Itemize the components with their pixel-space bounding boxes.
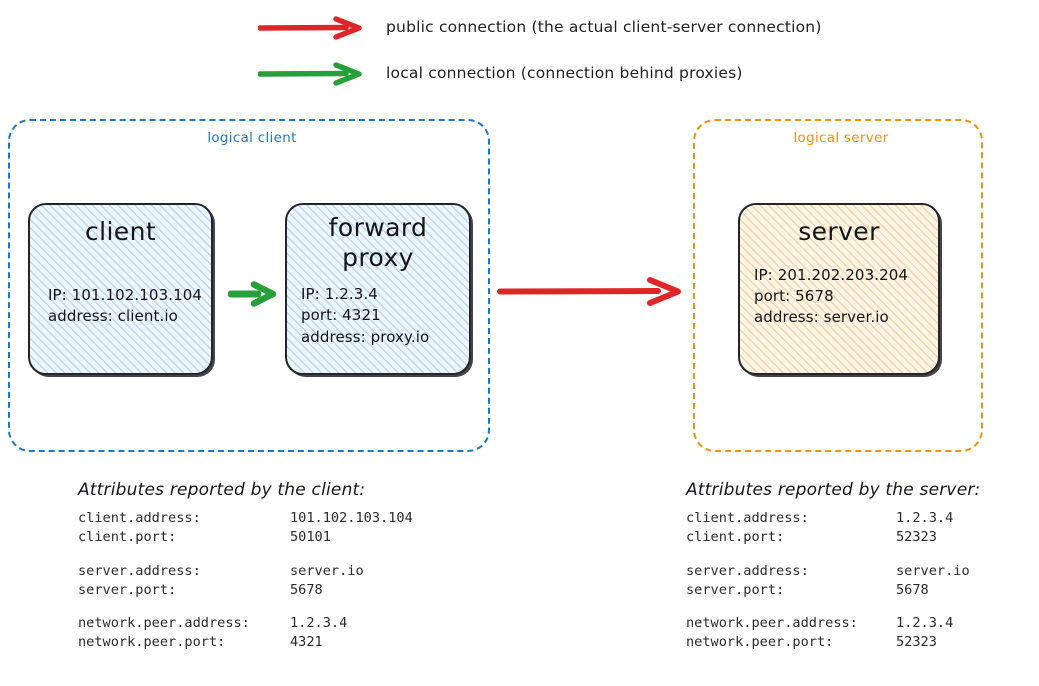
attr-row: client.port: 50101 [78,528,413,547]
attributes-server-heading: Attributes reported by the server: [686,480,981,500]
attr-group: network.peer.address: 1.2.3.4 network.pe… [78,614,413,653]
attr-key: server.port: [78,581,177,598]
attr-key: network.peer.address: [78,615,250,632]
attr-row: server.address: server.io [686,562,980,581]
attr-key: network.peer.address: [686,615,858,632]
attr-key: client.address: [686,510,809,526]
attr-value: 1.2.3.4 [290,615,348,632]
attr-value: 1.2.3.4 [896,615,954,632]
attr-key: server.address: [686,562,809,579]
attr-key: network.peer.port: [78,634,226,651]
group-label-logical-client: logical client [207,130,297,146]
legend-label-local: local connection (connection behind prox… [386,64,743,82]
attr-group: server.address: server.io server.port: 5… [78,562,413,601]
attr-key: network.peer.port: [686,634,834,651]
attr-value: 1.2.3.4 [896,510,954,526]
attributes-table-client: Attributes reported by the client: clien… [78,480,413,653]
node-server-attrs: IP: 201.202.203.204 port: 5678 address: … [754,265,909,327]
attr-row: client.address: 101.102.103.104 [78,509,413,528]
node-forward-proxy-title: forward proxy [328,213,428,272]
attr-value: 5678 [290,581,323,598]
attr-row: network.peer.port: 4321 [78,633,413,652]
node-forward-proxy: forward proxy IP: 1.2.3.4 port: 4321 add… [285,203,471,375]
attr-value: 101.102.103.104 [290,510,413,526]
attr-row: client.address: 1.2.3.4 [686,509,980,528]
red-arrow-icon [258,16,362,40]
attr-value: 52323 [896,634,937,651]
attr-row: server.port: 5678 [78,581,413,600]
attributes-client-heading: Attributes reported by the client: [78,480,366,500]
attr-key: client.port: [78,529,177,546]
attr-row: network.peer.port: 52323 [686,633,980,652]
legend-row-local: local connection (connection behind prox… [258,62,918,86]
group-label-logical-server: logical server [793,130,889,146]
node-client-attrs: IP: 101.102.103.104 address: client.io [48,285,203,325]
node-server-title: server [798,217,880,246]
attr-row: server.address: server.io [78,562,413,581]
attr-key: client.address: [78,510,201,526]
attr-value: 4321 [290,634,323,651]
attr-key: server.address: [78,562,201,579]
node-client-title: client [84,217,157,246]
attr-row: network.peer.address: 1.2.3.4 [78,614,413,633]
attr-key: client.port: [686,529,785,546]
attr-value: 52323 [896,529,937,546]
green-arrow-icon [258,62,362,86]
group-logical-client: logical client [8,119,490,452]
attr-row: client.port: 52323 [686,528,980,547]
attr-group: network.peer.address: 1.2.3.4 network.pe… [686,614,980,653]
node-forward-proxy-attrs: IP: 1.2.3.4 port: 4321 address: proxy.io [301,285,430,346]
connection-client-to-proxy [228,281,277,307]
attributes-table-server: Attributes reported by the server: clien… [686,480,980,653]
attr-group: client.address: 1.2.3.4 client.port: 523… [686,509,980,548]
group-logical-server: logical server [693,119,983,452]
node-server: server IP: 201.202.203.204 port: 5678 ad… [738,203,940,375]
attr-key: server.port: [686,581,785,598]
legend-row-public: public connection (the actual client-ser… [258,16,918,40]
attr-group: client.address: 101.102.103.104 client.p… [78,509,413,548]
attr-value: 5678 [896,581,929,598]
attr-row: server.port: 5678 [686,581,980,600]
node-client: client IP: 101.102.103.104 address: clie… [28,203,213,375]
attr-value: 50101 [290,529,331,546]
attr-group: server.address: server.io server.port: 5… [686,562,980,601]
attr-row: network.peer.address: 1.2.3.4 [686,614,980,633]
attr-value: server.io [290,562,364,579]
connection-proxy-to-server [497,277,681,306]
attr-value: server.io [896,562,970,579]
legend-label-public: public connection (the actual client-ser… [386,18,822,36]
